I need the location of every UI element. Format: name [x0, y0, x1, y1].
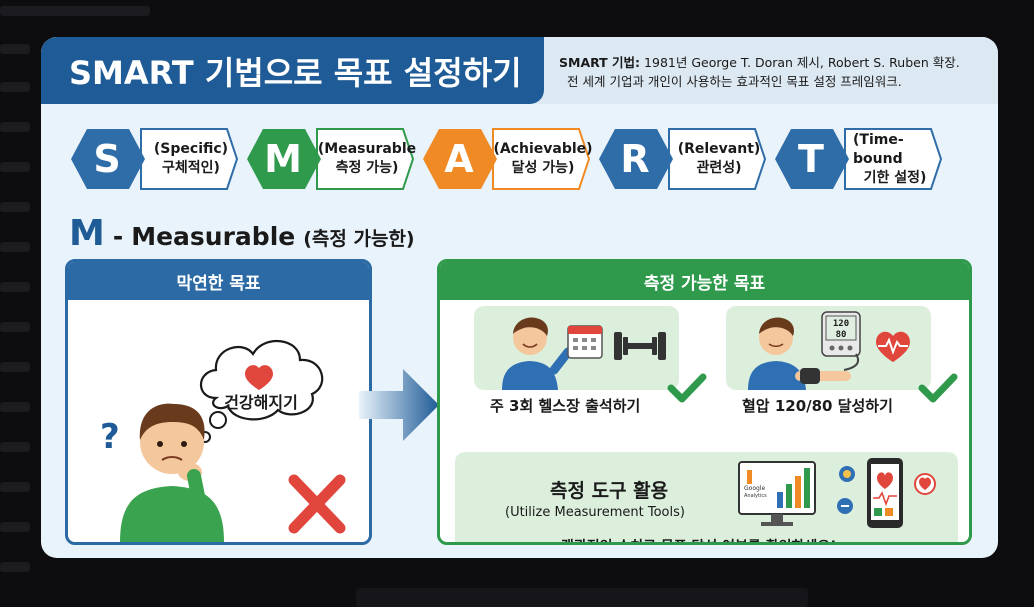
- smart-hexagon: [423, 129, 497, 189]
- smart-step-a: A (Achievable) 달성 가능): [421, 127, 593, 191]
- smart-letter: R: [620, 137, 650, 181]
- smart-chevron-outline: [140, 128, 239, 190]
- tools-subtitle: (Utilize Measurement Tools): [505, 505, 685, 520]
- section-heading: M - Measurable (측정 가능한): [69, 213, 415, 254]
- section-korean: (측정 가능한): [303, 228, 415, 250]
- confused-person-illustration: [120, 403, 224, 542]
- smart-description-en: (Relevant): [677, 141, 761, 157]
- fitness-app-icons: [837, 466, 855, 514]
- goal-caption-blood-pressure: 혈압 120/80 달성하기: [742, 397, 893, 415]
- smart-step-s: S (Specific) 구체적인): [69, 127, 239, 191]
- dumbbell-icon: [614, 332, 666, 360]
- smart-hexagon: [775, 129, 849, 189]
- smart-step-t: T (Time-bound 기한 설정): [773, 127, 943, 191]
- vague-goal-header: 막연한 목표: [68, 262, 369, 300]
- measurable-goal-header: 측정 가능한 목표: [440, 262, 969, 300]
- smart-description-en: (Time-bound: [853, 131, 904, 167]
- smart-chevron-outline: [492, 128, 591, 190]
- vague-goal-panel: 막연한 목표 건강해지기 ?: [65, 259, 372, 545]
- calendar-icon: [567, 325, 603, 359]
- question-mark-icon: ?: [100, 417, 120, 457]
- check-icon-blood-pressure: [918, 373, 958, 403]
- smart-letter: M: [264, 137, 302, 181]
- section-dash: -: [112, 222, 124, 251]
- info-label: SMART 기법:: [559, 55, 641, 70]
- smart-chevron-outline: [316, 128, 415, 190]
- person-illustration: [748, 317, 851, 390]
- smart-description-kr: 측정 가능): [335, 160, 399, 176]
- goal-caption-gym: 주 3회 헬스장 출석하기: [490, 397, 641, 415]
- info-line2: 전 세계 기업과 개인이 사용하는 효과적인 목표 설정 프레임워크.: [567, 74, 902, 89]
- measurement-tools-box: 측정 도구 활용 (Utilize Measurement Tools) 객관적…: [455, 452, 958, 542]
- smart-description: (Specific) 구체적인): [149, 127, 233, 191]
- bp-top-reading: 120: [833, 319, 849, 329]
- smart-description-kr: 달성 가능): [511, 160, 575, 176]
- person-illustration: [502, 317, 573, 390]
- smart-description-en: (Achievable): [493, 141, 593, 157]
- transition-arrow-icon: [359, 369, 439, 441]
- page-title: SMART 기법으로 목표 설정하기: [41, 37, 544, 104]
- smart-hexagon: [71, 129, 145, 189]
- tools-title: 측정 도구 활용: [550, 480, 669, 502]
- bp-bottom-reading: 80: [836, 330, 847, 340]
- heart-badge-icon: [914, 473, 936, 495]
- smart-description-kr: 구체적인): [162, 160, 220, 176]
- smart-hexagon: [599, 129, 673, 189]
- smart-hexagon: [247, 129, 321, 189]
- smart-description-kr: 기한 설정): [863, 169, 927, 186]
- section-letter: M: [69, 213, 105, 254]
- smart-infographic-card: SMART 기법으로 목표 설정하기 SMART 기법: 1981년 Georg…: [41, 37, 998, 558]
- tools-note: 객관적인 수치로 목표 달성 여부를 확인하세요!: [561, 536, 836, 542]
- analytics-label-line2: Analytics: [744, 493, 767, 499]
- smart-chevron-outline: [844, 128, 943, 190]
- heartbeat-heart-icon: [876, 331, 910, 362]
- blood-pressure-scene: 120 80: [726, 306, 931, 390]
- smart-description: (Time-bound 기한 설정): [853, 127, 937, 191]
- info-line1: 1981년 George T. Doran 제시, Robert S. Rube…: [640, 55, 960, 70]
- smart-chevron-outline: [668, 128, 767, 190]
- blood-pressure-monitor-icon: 120 80: [821, 311, 861, 371]
- measurable-goal-panel: 측정 가능한 목표: [437, 259, 972, 545]
- smartphone-health-icon: [867, 458, 903, 528]
- smart-description: (Relevant) 관련성): [677, 127, 761, 191]
- thought-text: 건강해지기: [224, 393, 298, 412]
- smart-info-text: SMART 기법: 1981년 George T. Doran 제시, Robe…: [559, 53, 989, 91]
- smart-description: (Achievable) 달성 가능): [493, 127, 592, 191]
- smart-description-en: (Specific): [153, 141, 229, 157]
- analytics-monitor-icon: Google Analytics: [738, 461, 816, 526]
- smart-step-r: R (Relevant) 관련성): [597, 127, 767, 191]
- smart-letter: A: [444, 137, 474, 181]
- red-x-icon: [288, 474, 346, 534]
- smart-description-en: (Measurable: [317, 141, 417, 157]
- heart-icon: [245, 365, 273, 390]
- smart-step-m: M (Measurable 측정 가능): [245, 127, 416, 191]
- section-word: Measurable: [131, 222, 296, 251]
- smart-description-kr: 관련성): [696, 160, 742, 176]
- check-icon-gym: [667, 373, 707, 403]
- gym-scene: [474, 306, 679, 390]
- thought-cloud: [199, 340, 324, 443]
- smart-letter: T: [798, 137, 824, 181]
- smart-letter: S: [93, 137, 121, 181]
- analytics-label-line1: Google: [744, 485, 765, 492]
- smart-description: (Measurable 측정 가능): [318, 127, 416, 191]
